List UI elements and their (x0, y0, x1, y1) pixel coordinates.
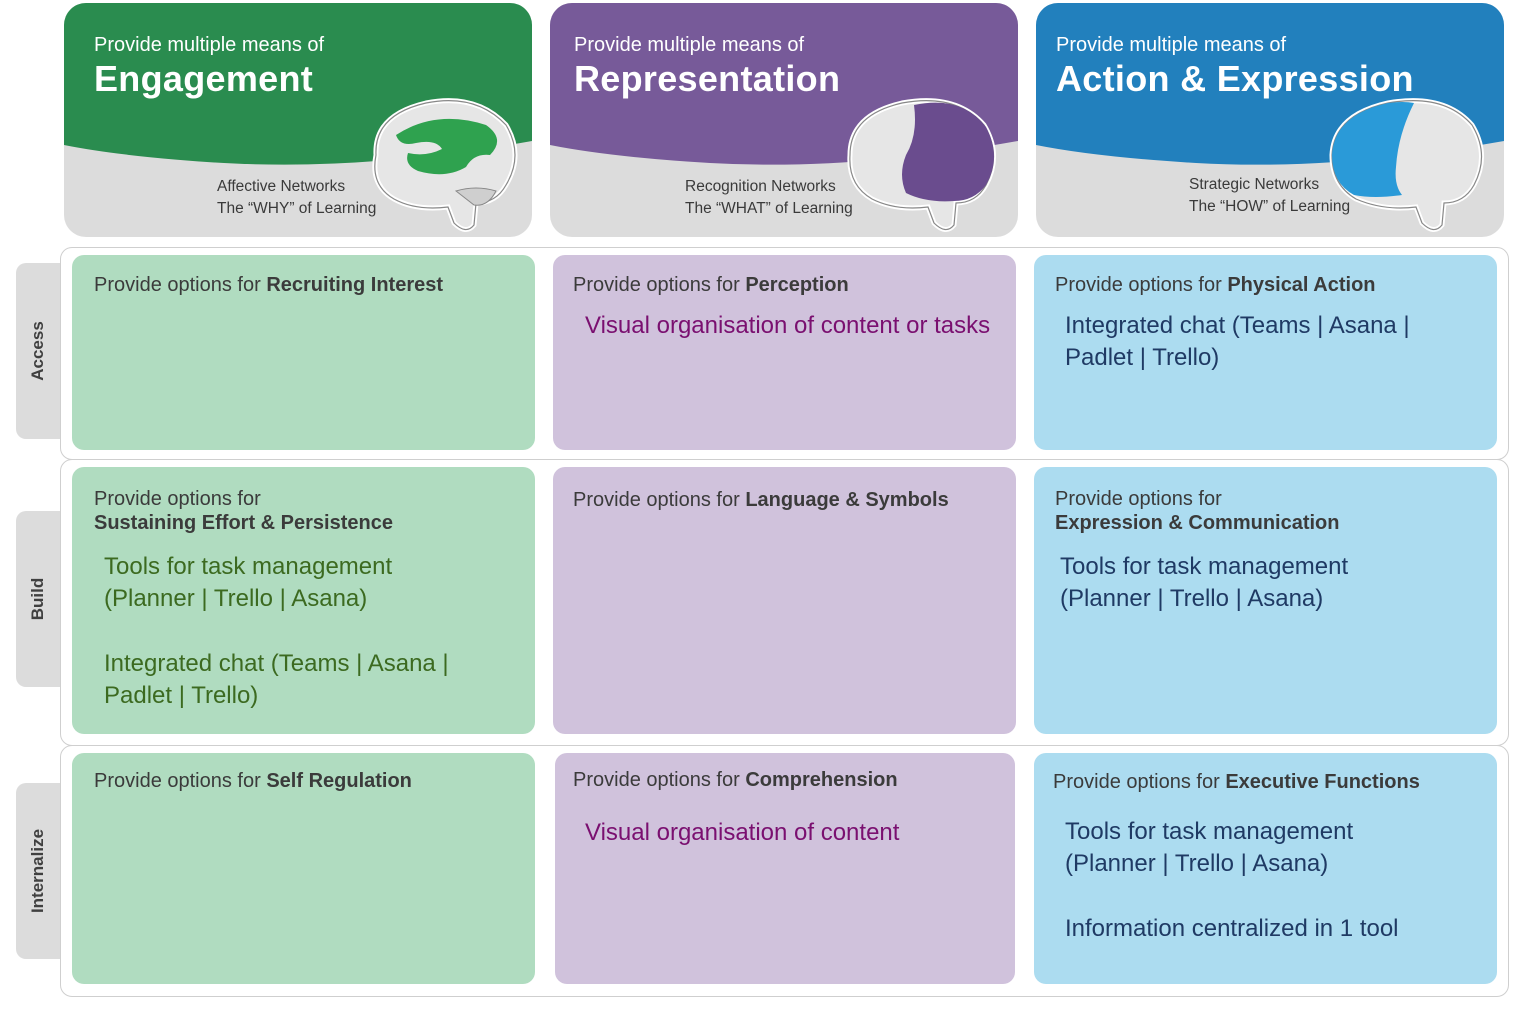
header-network: Affective Networks (217, 178, 346, 195)
row-tab-internalize: Internalize (16, 783, 60, 959)
cell-recruiting-interest: Provide options for Recruiting Interest (72, 255, 535, 450)
brain-icon (1329, 98, 1485, 232)
cell-item: Tools for task management (Planner | Tre… (104, 553, 393, 612)
header-network-block: Affective Networks The “WHY” of Learning (217, 176, 376, 220)
row-tab-build: Build (16, 511, 60, 687)
cell-perception: Provide options for Perception Visual or… (553, 255, 1016, 450)
cell-language-symbols: Provide options for Language & Symbols (553, 467, 1016, 734)
header-title: Action & Expression (1056, 58, 1414, 99)
header-engagement: Provide multiple means of Engagement Aff… (64, 3, 532, 237)
cell-caption: Provide options for Self Regulation (94, 770, 412, 792)
header-pre: Provide multiple means of (574, 34, 805, 56)
header-subtitle: The “HOW” of Learning (1189, 198, 1351, 215)
row-label: Access (28, 321, 47, 381)
cell-item: Tools for task management (Planner | Tre… (1060, 553, 1349, 612)
cell-item: Visual organisation of content (585, 819, 900, 846)
cell-item: Visual organisation of content or tasks (585, 312, 991, 339)
cell-caption: Provide options for Perception (573, 274, 849, 296)
header-subtitle: The “WHAT” of Learning (685, 200, 853, 217)
header-network: Recognition Networks (685, 178, 836, 195)
cell-physical-action: Provide options for Physical Action Inte… (1034, 255, 1497, 450)
header-representation: Provide multiple means of Representation… (550, 3, 1018, 237)
row-label: Build (28, 577, 47, 621)
brain-icon (372, 98, 518, 232)
cell-executive-functions: Provide options for Executive Functions … (1034, 753, 1497, 984)
brain-icon (847, 98, 997, 232)
cell-item: Tools for task management (Planner | Tre… (1065, 818, 1354, 877)
cell-caption: Provide options for Physical Action (1055, 274, 1376, 296)
cell-self-regulation: Provide options for Self Regulation (72, 753, 535, 984)
header-title: Engagement (94, 58, 314, 99)
cell-caption: Provide options for Comprehension (573, 769, 898, 791)
row-tab-access: Access (16, 263, 60, 439)
cell-item: Information centralized in 1 tool (1065, 915, 1399, 942)
cell-caption: Provide options for Language & Symbols (573, 489, 949, 511)
header-subtitle: The “WHY” of Learning (217, 200, 377, 217)
header-action-expression: Provide multiple means of Action & Expre… (1036, 3, 1504, 237)
header-network: Strategic Networks (1189, 176, 1320, 193)
header-network-block: Recognition Networks The “WHAT” of Learn… (685, 176, 853, 220)
header-network-block: Strategic Networks The “HOW” of Learning (1189, 174, 1350, 218)
cell-item: Integrated chat (Teams | Asana | Padlet … (1065, 312, 1410, 371)
header-pre: Provide multiple means of (94, 34, 325, 56)
cell-caption: Provide options for Executive Functions (1053, 771, 1420, 793)
cell-caption: Provide options for Recruiting Interest (94, 274, 444, 296)
cell-item: Integrated chat (Teams | Asana | Padlet … (104, 650, 449, 709)
row-label: Internalize (28, 828, 47, 914)
cell-comprehension: Provide options for Comprehension Visual… (555, 753, 1015, 984)
header-title: Representation (574, 58, 841, 99)
header-pre: Provide multiple means of (1056, 34, 1287, 56)
